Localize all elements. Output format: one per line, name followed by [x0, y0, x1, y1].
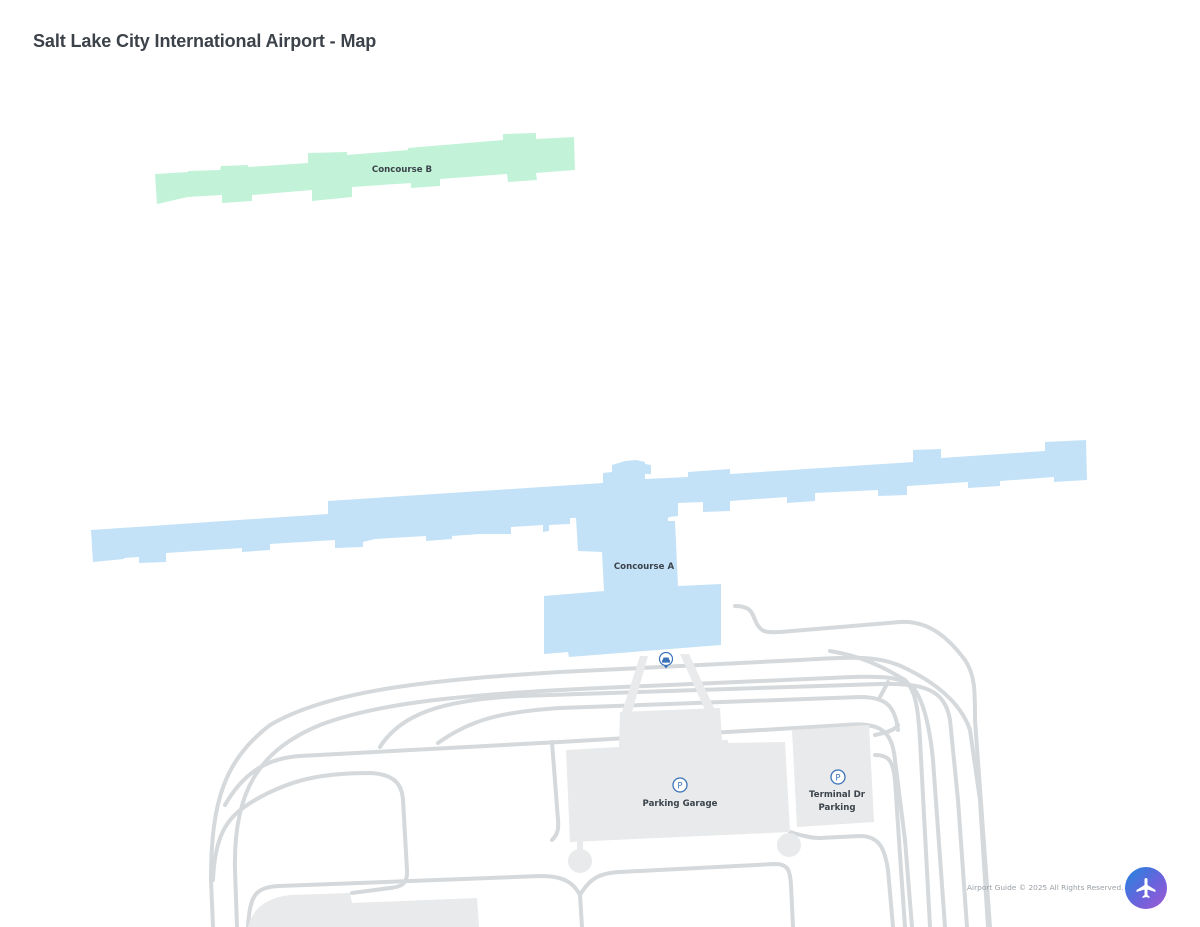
parking-icon[interactable]: P — [830, 769, 846, 785]
copyright-text: Airport Guide © 2025 All Rights Reserved… — [967, 883, 1124, 892]
lower-parking-lot — [248, 893, 479, 927]
svg-text:P: P — [677, 782, 682, 792]
parking-icon[interactable]: P — [672, 777, 688, 793]
parking-garage-area[interactable] — [566, 708, 790, 842]
airplane-icon — [1136, 878, 1156, 898]
svg-text:P: P — [835, 774, 840, 784]
concourse-a-label: Concourse A — [614, 562, 675, 572]
concourse-b-area[interactable] — [155, 133, 575, 204]
terminal-dr-parking-label-line1: Terminal Dr — [809, 790, 866, 800]
terminal-dr-parking-label-line2: Parking — [818, 803, 855, 813]
roads — [209, 604, 992, 927]
walkways — [622, 654, 715, 712]
parking-garage-ramp-2 — [777, 833, 801, 857]
page-title: Salt Lake City International Airport - M… — [33, 31, 377, 51]
airplane-fab-button[interactable] — [1125, 867, 1167, 909]
concourse-b-label: Concourse B — [372, 165, 432, 175]
taxi-icon[interactable] — [658, 651, 674, 669]
concourse-a-area[interactable] — [91, 440, 1087, 657]
parking-garage-label: Parking Garage — [643, 799, 718, 809]
parking-garage-ramp — [568, 849, 592, 873]
